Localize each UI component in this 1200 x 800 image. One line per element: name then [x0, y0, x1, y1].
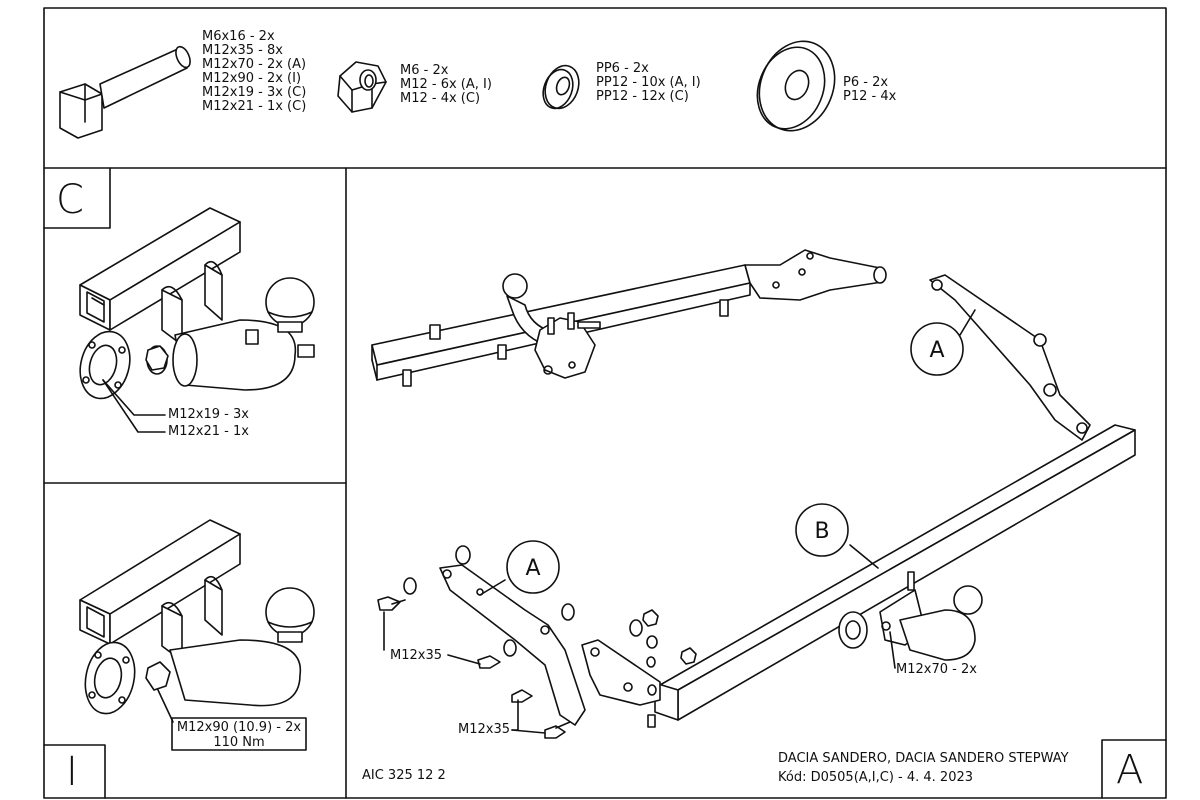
callout-a-top [910, 322, 964, 376]
document-code: Kód: D0505(A,I,C) - 4. 4. 2023 [778, 770, 974, 785]
nut-list-item: M12 - 4x (C) [400, 91, 481, 106]
panel-c-illustration [79, 207, 315, 433]
washer-icon [542, 64, 580, 110]
panel-i-letter: I [66, 749, 78, 795]
washer-list: PP6 - 2x PP12 - 10x (A, I) PP12 - 12x (C… [596, 62, 701, 104]
callout-a-bottom [506, 540, 560, 594]
bolt-list-item: M12x21 - 1x (C) [202, 99, 307, 114]
bolt-icon [59, 45, 191, 139]
main-assembly-illustration [371, 249, 1136, 739]
bolt-list-item: M12x90 - 2x (I) [202, 71, 302, 86]
washer-list-item: PP12 - 12x (C) [596, 89, 689, 104]
nut-icon [337, 61, 387, 113]
nut-list-item: M12 - 6x (A, I) [400, 77, 492, 92]
nut-list: M6 - 2x M12 - 6x (A, I) M12 - 4x (C) [400, 64, 492, 106]
bolt-list-item: M12x70 - 2x (A) [202, 57, 307, 72]
outer-frame [43, 7, 1167, 799]
callout-a-top-text: A [929, 338, 944, 363]
washer-list-item: PP6 - 2x [596, 61, 649, 76]
bolt-list-item: M6x16 - 2x [202, 29, 275, 44]
main-letter-box [1101, 739, 1167, 799]
m12x70-label: M12x70 - 2x [896, 662, 977, 677]
panel-c-bolt-label-1: M12x19 - 3x [168, 407, 249, 422]
washer-list-item: PP12 - 10x (A, I) [596, 75, 701, 90]
panel-c-letter: C [56, 177, 84, 223]
panel-i-letter-box [43, 744, 106, 799]
plate-list-item: P12 - 4x [843, 89, 897, 104]
main-variant-letter: A [1116, 747, 1144, 793]
bolt-list-item: M12x19 - 3x (C) [202, 85, 307, 100]
nut-list-item: M6 - 2x [400, 63, 449, 78]
plate-list-item: P6 - 2x [843, 75, 889, 90]
torque-label-box [171, 717, 307, 751]
bolt-list: M6x16 - 2x M12x35 - 8x M12x70 - 2x (A) M… [202, 30, 306, 114]
drawing-code: AIC 325 12 2 [362, 768, 446, 783]
plate-list: P6 - 2x P12 - 4x [843, 76, 896, 104]
panel-i-illustration [79, 519, 315, 751]
callout-b-text: B [814, 519, 829, 544]
m12x35-label-lower: M12x35 [458, 722, 510, 737]
panel-c-bolt-label-2: M12x21 - 1x [168, 424, 249, 439]
bolt-list-item: M12x35 - 8x [202, 43, 283, 58]
plate-icon [756, 40, 836, 132]
vehicle-name: DACIA SANDERO, DACIA SANDERO STEPWAY [778, 751, 1069, 766]
callout-a-bottom-text: A [525, 556, 540, 581]
panel-c-letter-box [43, 167, 111, 229]
panel-i-torque-label: 110 Nm [213, 735, 265, 750]
m12x35-label-upper: M12x35 [390, 648, 442, 663]
panel-i-bolt-label: M12x90 (10.9) - 2x [176, 720, 302, 735]
callout-b [795, 503, 849, 557]
